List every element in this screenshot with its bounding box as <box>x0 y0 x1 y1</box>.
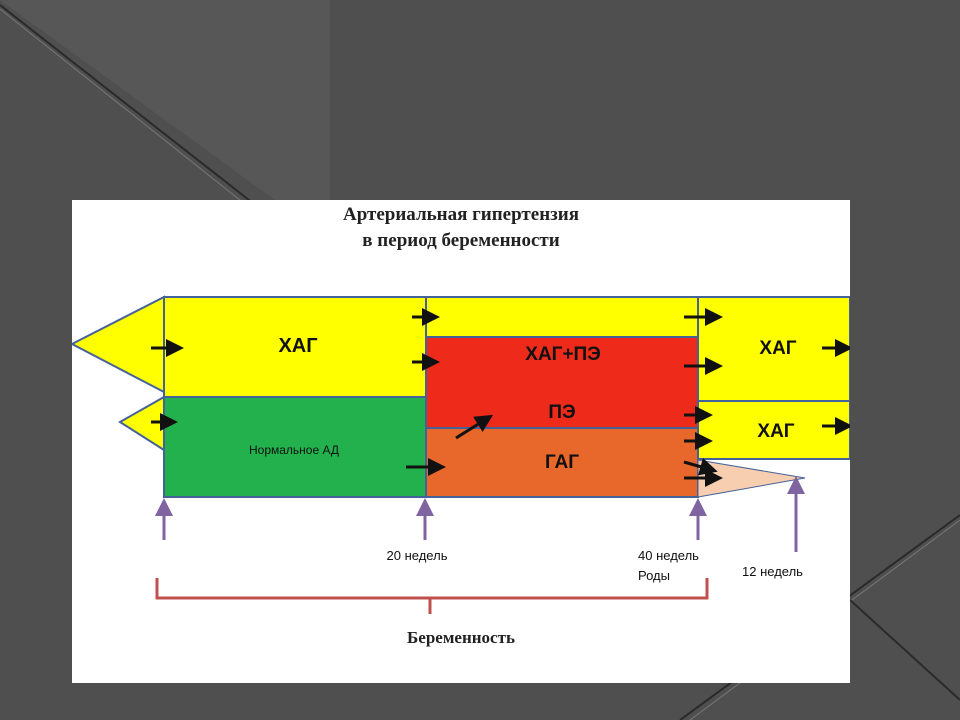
label-week-20: 20 недель <box>387 548 448 563</box>
label-hag-pe: ХАГ+ПЭ <box>525 344 600 365</box>
title-line-1: Артериальная гипертензия <box>342 204 579 225</box>
label-pe: ПЭ <box>548 402 575 423</box>
hypertension-diagram: ХАГ Нормальное АД ХАГ+ПЭ ПЭ ГАГ ХАГ ХАГ <box>72 295 850 614</box>
pregnancy-bracket <box>155 578 709 614</box>
label-week-40: 40 недель <box>638 548 699 563</box>
label-week-12: 12 недель <box>742 564 803 579</box>
left-arrow-yellow-top <box>72 295 165 394</box>
label-birth: Роды <box>638 568 670 583</box>
label-normal-bp: Нормальное АД <box>249 443 339 457</box>
block-yellow-strip <box>425 296 699 338</box>
label-gag: ГАГ <box>545 452 579 473</box>
block-normal-bp <box>163 396 427 498</box>
block-hag-pe <box>425 336 699 429</box>
label-hag-post-1: ХАГ <box>759 338 796 359</box>
pregnancy-label: Беременность <box>407 628 515 647</box>
diagram-panel: Артериальная гипертензия в период береме… <box>72 200 850 683</box>
transition-arrows <box>151 308 850 487</box>
label-hag-main: ХАГ <box>278 335 317 357</box>
block-gag <box>425 427 699 498</box>
title-line-2: в период беременности <box>362 230 560 251</box>
label-hag-post-2: ХАГ <box>757 421 794 442</box>
timeline-arrows <box>155 476 805 552</box>
block-hag-post-2 <box>697 400 850 460</box>
